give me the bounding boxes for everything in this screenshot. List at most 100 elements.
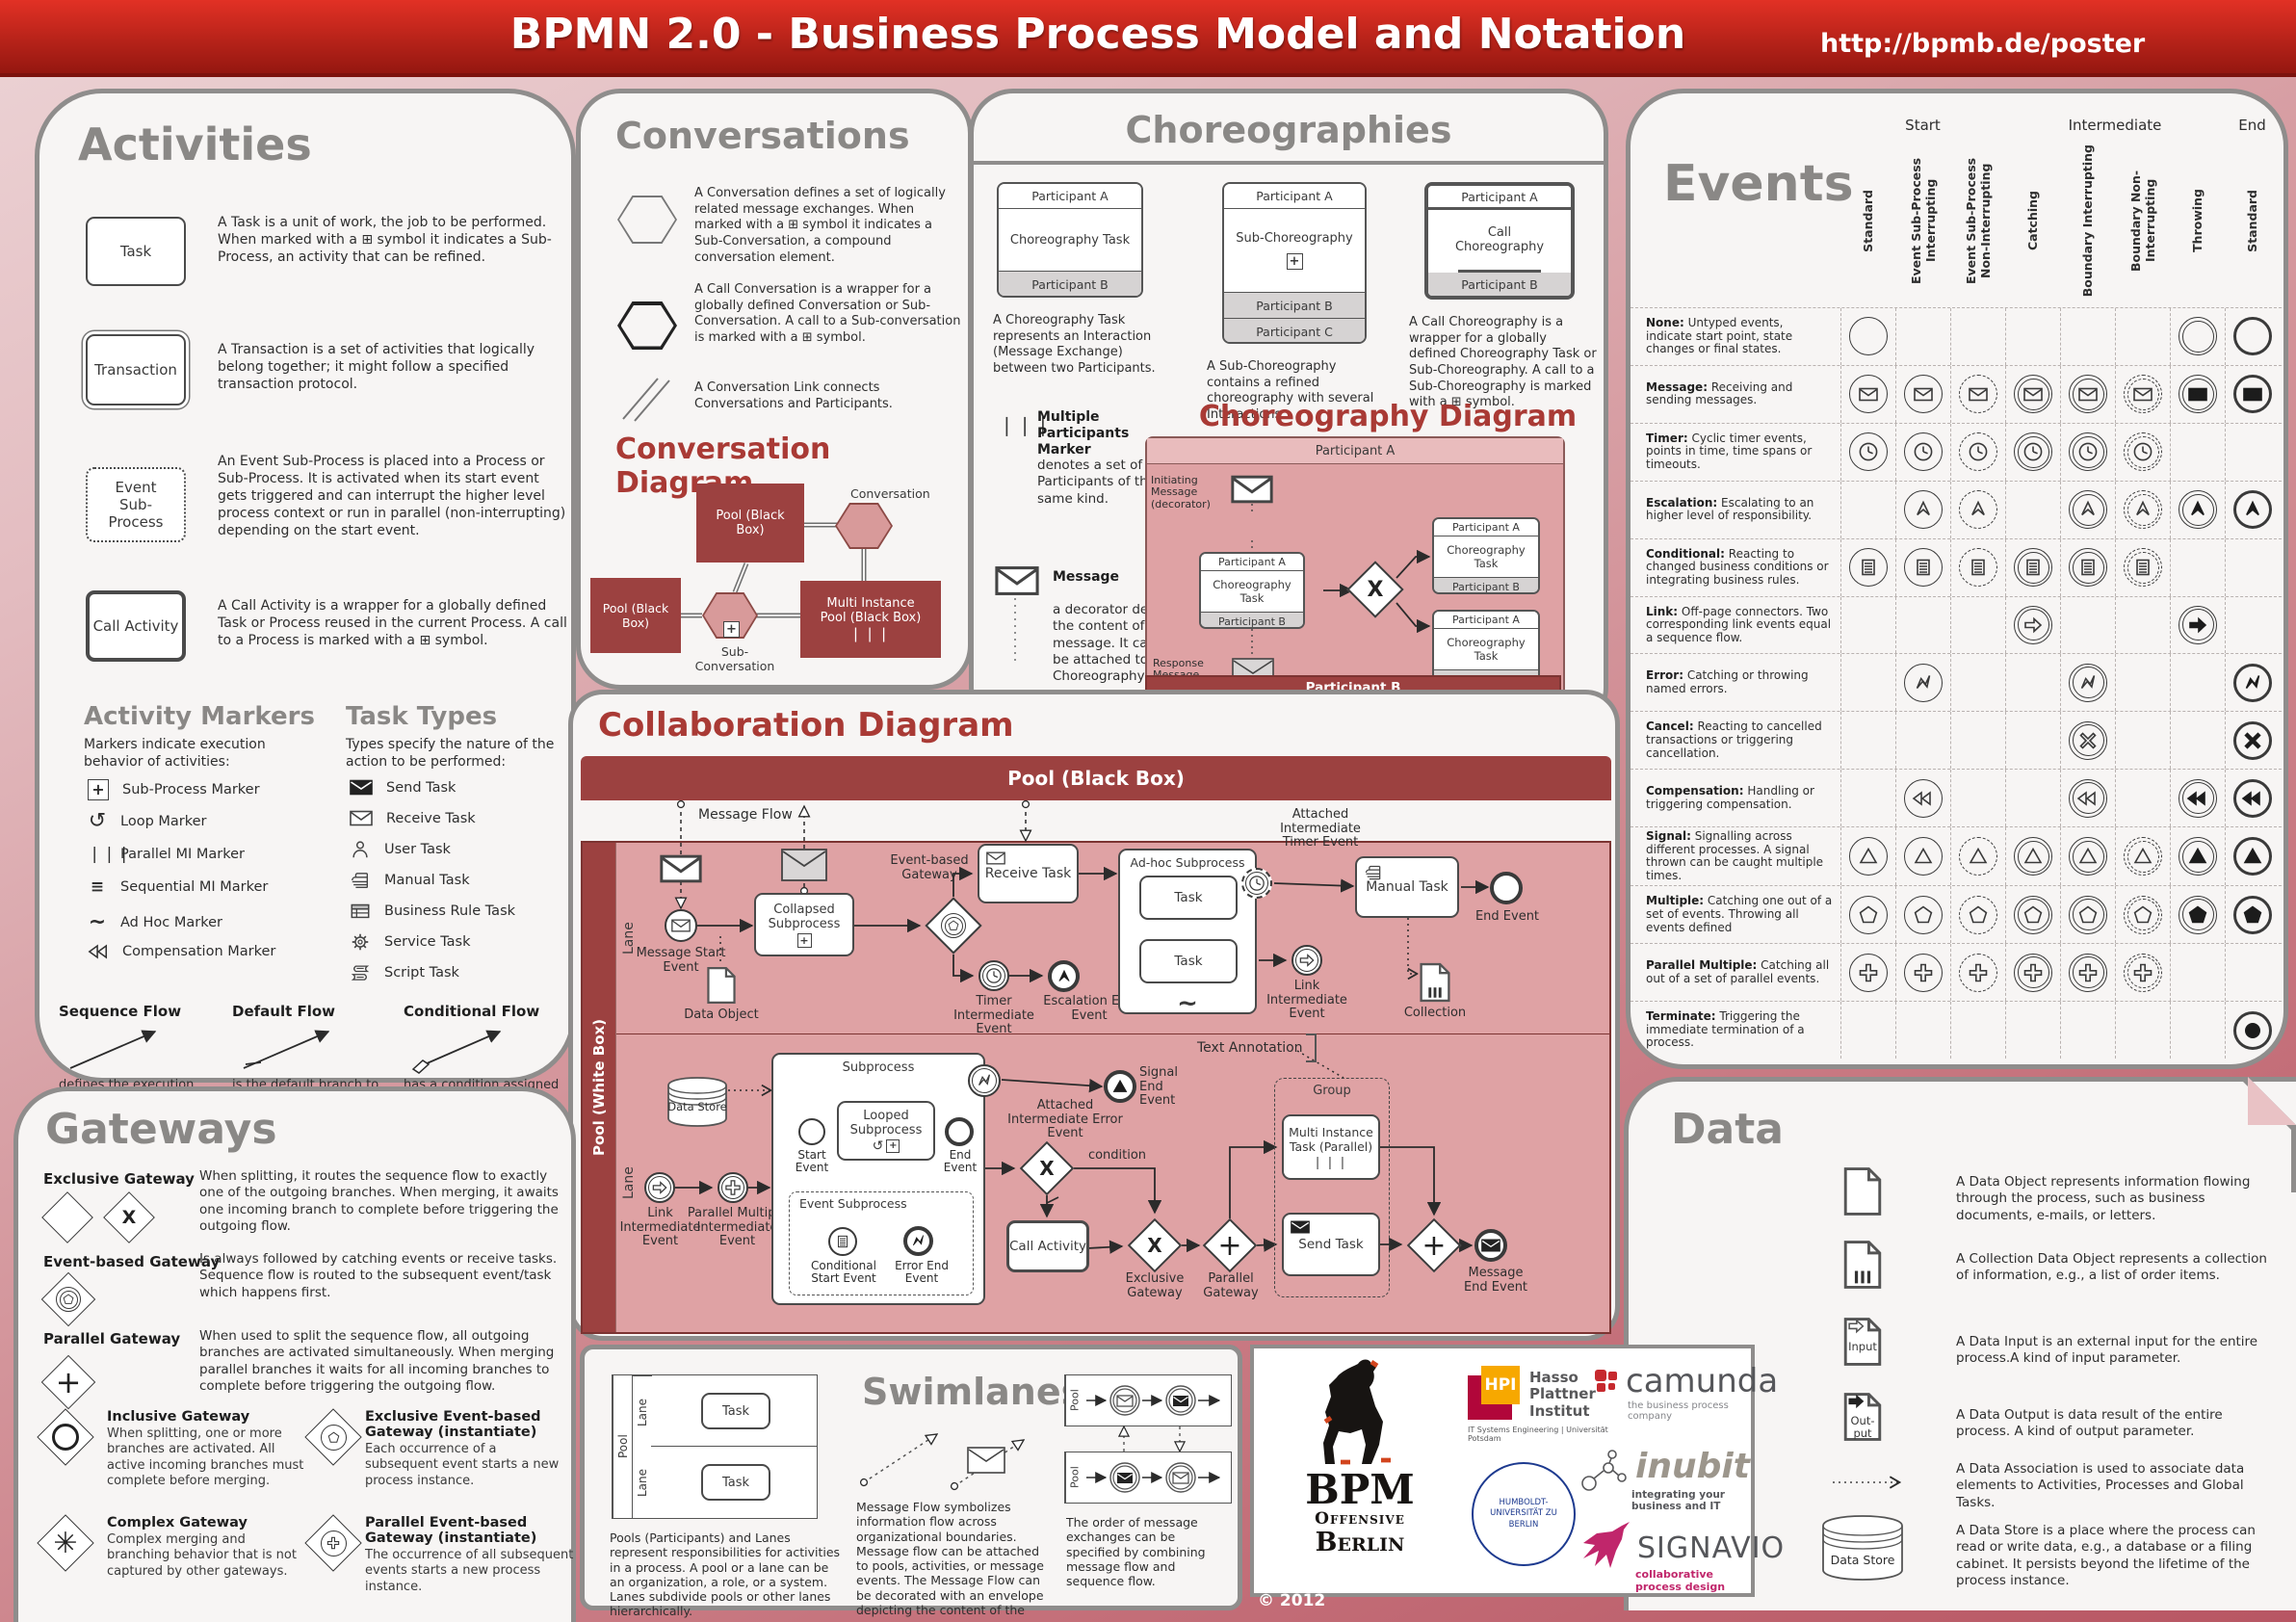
camunda-wordmark: camunda [1626,1362,1779,1400]
sequence-flow-arrow [69,1030,157,1069]
swim-pool-example: Pool Lane Lane Task Task [612,1374,818,1519]
event-cell-3 [2005,423,2060,481]
event-cell-3 [2005,944,2060,1002]
send-task-label: Send Task [1298,1237,1364,1252]
event-cell-4 [2060,538,2115,596]
swim-pool-label: Pool [616,1434,630,1459]
swim-lane2-strip: Lane [632,1447,652,1518]
script-task-icon [350,962,371,983]
parallel-event-gateway-desc: The occurrence of all subsequent events … [365,1548,574,1594]
escalation-end-event [1048,960,1080,992]
message-name: Message [1053,569,1120,585]
collection-data-object-desc: A Collection Data Object represents a co… [1956,1251,2267,1284]
compensation-event [1904,778,1943,818]
complex-gateway-desc: Complex merging and branching behavior t… [107,1532,297,1579]
complex-gateway-text: Complex Gateway Complex merging and bran… [107,1515,309,1580]
event-subprocess-desc: An Event Sub-Process is placed into a Pr… [218,454,566,538]
event-cell-7 [2225,886,2280,944]
events-colhead-1: Event Sub-Process Interrupting [1895,140,1950,301]
call-activity-label: Call Activity [1009,1239,1086,1254]
plus-glyph: + [1217,1228,1242,1263]
event-cell-1 [1895,712,1950,770]
message-flow-label: Message Flow [698,807,793,823]
event-row-conditional: Conditional: Reacting to changed busines… [1631,537,2282,596]
humboldt-text: HUMBOLDT-UNIVERSITÄT ZU BERLIN [1490,1498,1557,1530]
swim-mini-pool-1: Pool [1064,1374,1232,1426]
gateways-panel: Gateways Exclusive Gateway X When splitt… [13,1086,576,1622]
receive-task-icon [350,810,373,826]
event-based-gateway-icon [40,1271,96,1327]
event-cell-2 [1950,538,2005,596]
sequential-mi-marker-icon: ≡ [90,877,105,897]
activities-panel: Activities Task A Task is a unit of work… [35,89,576,1140]
event-cell-6 [2170,538,2225,596]
event-cell-0 [1840,944,1895,1002]
timer-intermediate-label: Timer Intermediate Event [953,994,1034,1037]
event-cell-5 [2115,1002,2170,1060]
event-cell-6 [2170,423,2225,481]
transaction-shape: Transaction [86,334,186,406]
event-cell-3 [2005,1002,2060,1060]
data-object-label: Data Object [684,1007,759,1022]
event-cell-5 [2115,365,2170,423]
call-conversation-icon [617,301,677,350]
task-types-title: Task Types [346,702,498,731]
parallel-multiple-intermediate-event [718,1172,748,1203]
data-panel: Data A Data Object represents informatio… [1624,1077,2296,1610]
exclusive-gateway-name: Exclusive Gateway [43,1170,195,1188]
colhead-label: Throwing [2190,189,2205,252]
call-conversation-desc: A Call Conversation is a wrapper for a g… [694,282,961,345]
conv-hexagon-fill [837,505,891,547]
event-cell-2 [1950,308,2005,365]
sub-choreography-desc: A Sub-Choreography contains a refined ch… [1207,359,1374,422]
mini-pools-message-flows [1064,1425,1230,1453]
event-name: Multiple: [1646,894,1705,908]
events-colhead-3: Catching [2005,140,2060,301]
plus-glyph: + [55,1364,82,1400]
poster-url-link[interactable]: http://bpmb.de/poster [1820,29,2146,59]
swim-lane-divider [651,1446,817,1447]
choreo-task-band-bottom: Participant B [1201,613,1303,627]
tasktype-send: Send Task [350,779,456,796]
choreo-pool-a: Participant A [1147,438,1563,464]
camunda-sub: the business process company [1628,1400,1729,1422]
data-store-icon: Data Store [665,1076,729,1128]
data-object-icon [1842,1166,1883,1216]
looped-subprocess: Looped Subprocess↺+ [837,1101,935,1161]
message-event [2014,375,2052,414]
escalation-event [2179,490,2217,530]
event-cell-2 [1950,886,2005,944]
choreography-task-card: Participant A Choreography Task Particip… [997,182,1143,298]
event-cell-1 [1895,423,1950,481]
signavio-wordmark: SIGNAVIO [1637,1531,1786,1565]
end-event-label: End Event [1474,909,1540,924]
transaction-desc: A Transaction is a set of activities tha… [218,342,535,392]
parallel-multiple-event [2014,953,2052,992]
data-object-icon [706,966,737,1005]
lane-divider [615,1033,1611,1034]
event-name: Message: [1646,379,1708,394]
manual-task-box: Manual Task [1355,856,1459,918]
parallel-mi-marker-icon: ❘❘❘ [88,845,132,864]
event-cell-4 [2060,481,2115,538]
swim-task-label: Task [721,1403,750,1419]
receive-task-box: Receive Task [978,844,1079,903]
event-row-link: Link: Off-page connectors. Two correspon… [1631,595,2282,654]
event-desc: Signalling across different processes. A… [1646,829,1824,882]
signal-event [2179,837,2217,876]
event-cell-1 [1895,654,1950,712]
choreography-task-desc: A Choreography Task represents an Intera… [993,313,1156,376]
event-row-timer: Timer: Cyclic timer events, points in ti… [1631,422,2282,481]
task-desc: A Task is a unit of work, the job to be … [218,215,552,265]
call-choreography-mid: Call Choreography [1455,210,1544,273]
event-desc: Untyped events, indicate start point, st… [1646,316,1793,356]
camunda-icon [1595,1370,1617,1392]
message-event [1959,375,1997,414]
sub-choreography-card: Participant A Sub-Choreography+ Particip… [1222,182,1367,344]
multi-instance-task: Multi Instance Task (Parallel)❘❘❘ [1282,1114,1380,1180]
sub-start-label: Start Event [795,1148,829,1175]
event-cell-5 [2115,481,2170,538]
event-cell-6 [2170,770,2225,827]
message-end-event [1474,1229,1507,1262]
